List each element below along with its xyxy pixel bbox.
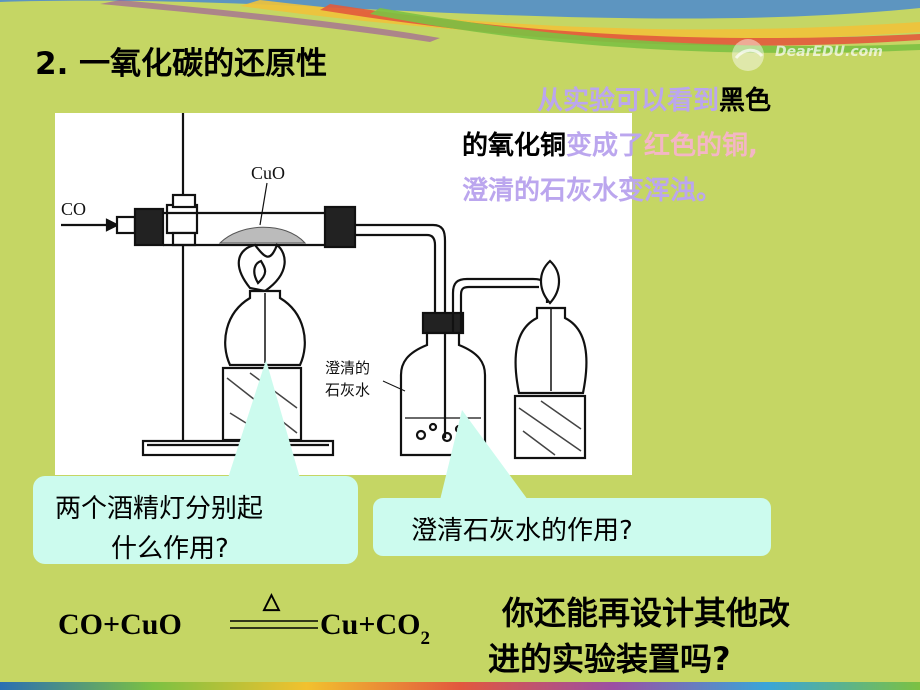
bottom-color-strip <box>0 682 920 690</box>
logo-text: DearEDU.com <box>775 44 883 60</box>
page-title: 2. 一氧化碳的还原性 <box>35 46 328 82</box>
dearedu-logo <box>732 39 764 71</box>
equation-condition: △ <box>263 588 280 613</box>
callout-lamps-question: 两个酒精灯分别起 什么作用? <box>33 476 358 564</box>
question-line2: 进的实验装置吗? <box>488 640 731 678</box>
desc-line1-a: 从实验可以看到 <box>537 86 720 116</box>
header-stripes <box>0 0 920 53</box>
desc-line2-d: , <box>748 131 758 161</box>
desc-line1-b: 黑色 <box>719 86 772 116</box>
callout-limewater-question: 澄清石灰水的作用? <box>373 498 771 556</box>
equation-double-line <box>230 620 318 629</box>
limewater-question-text: 澄清石灰水的作用? <box>411 516 633 546</box>
label-co: CO <box>61 199 86 219</box>
chemical-equation: CO+CuO △ Cu+CO2 <box>58 588 478 658</box>
desc-line3: 澄清的石灰水变浑浊。 <box>462 176 723 206</box>
question-line1: 你还能再设计其他改 <box>502 594 791 632</box>
label-cuo: CuO <box>251 163 285 183</box>
label-limewater-1: 澄清的 <box>325 359 370 377</box>
lamps-question-line1: 两个酒精灯分别起 <box>55 494 264 524</box>
equation-rhs-subscript: 2 <box>420 628 430 649</box>
label-limewater-2: 石灰水 <box>325 381 370 399</box>
equation-lhs: CO+CuO <box>58 608 182 641</box>
desc-line2-c: 红色的铜 <box>644 131 749 161</box>
desc-line2-a: 的氧化铜 <box>462 131 567 161</box>
equation-rhs: Cu+CO <box>320 608 421 641</box>
desc-line2-b: 变成了 <box>566 131 645 161</box>
lamps-question-line2: 什么作用? <box>111 534 229 564</box>
